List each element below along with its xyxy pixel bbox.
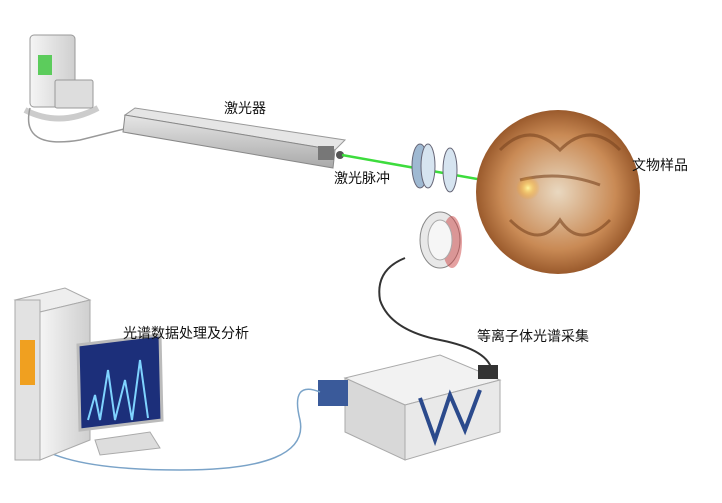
plasma-collection-label: 等离子体光谱采集	[477, 329, 589, 345]
control-computer-icon	[23, 34, 100, 122]
laser-device-icon	[122, 107, 347, 169]
spectrometer-icon	[318, 354, 502, 461]
laser-pulse-label: 激光脉冲	[334, 171, 390, 187]
collection-lens-icon	[419, 211, 462, 269]
data-cable	[29, 388, 321, 471]
laser-label: 激光器	[224, 101, 266, 117]
optical-fiber	[378, 257, 493, 373]
sample-label: 文物样品	[632, 158, 688, 174]
focusing-lenses-icon	[411, 143, 458, 193]
analysis-label: 光谱数据处理及分析	[123, 326, 249, 342]
artifact-sample-icon	[476, 110, 640, 274]
analysis-computer-icon	[13, 287, 164, 461]
